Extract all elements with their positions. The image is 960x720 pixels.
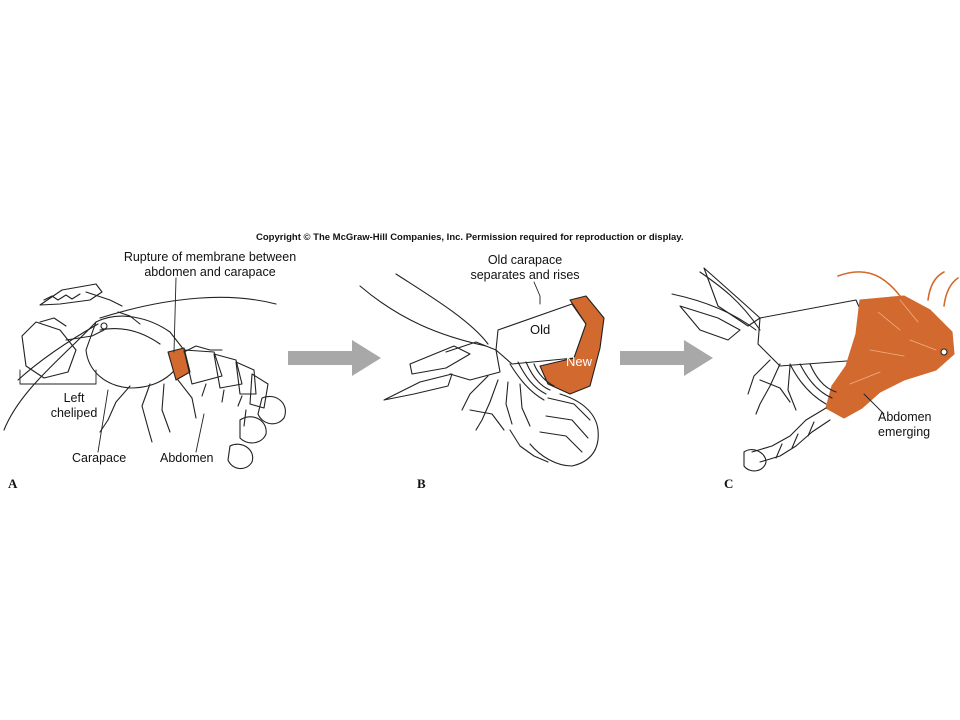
lobster-illustration-b [359,273,605,467]
label-carapace: Carapace [72,451,127,465]
label-old-shell: Old [530,322,551,337]
label-rupture-membrane: Rupture of membrane between abdomen and … [100,250,320,280]
panel-letter-a: A [8,476,18,491]
label-abdomen: Abdomen [160,451,214,465]
lobster-illustration-a [3,277,286,470]
label-left-cheliped: Left cheliped [44,391,104,421]
panel-letter-c: C [724,476,734,491]
label-old-carapace: Old carapace separates and rises [450,253,600,283]
lobster-illustration-c [671,267,959,472]
panel-letter-b: B [417,476,426,491]
progression-arrow-1 [288,340,381,376]
label-abdomen-emerging: Abdomen emerging [878,410,932,440]
label-new-shell: New [566,354,593,369]
copyright-notice: Copyright © The McGraw-Hill Companies, I… [256,232,684,243]
label-left-cheliped-text: Left cheliped [50,391,98,420]
progression-arrow-2 [620,340,713,376]
label-old-carapace-text: Old carapace separates and rises [470,253,580,282]
label-abdomen-emerging-text: Abdomen emerging [878,410,932,439]
label-rupture-text: Rupture of membrane between abdomen and … [123,250,297,279]
